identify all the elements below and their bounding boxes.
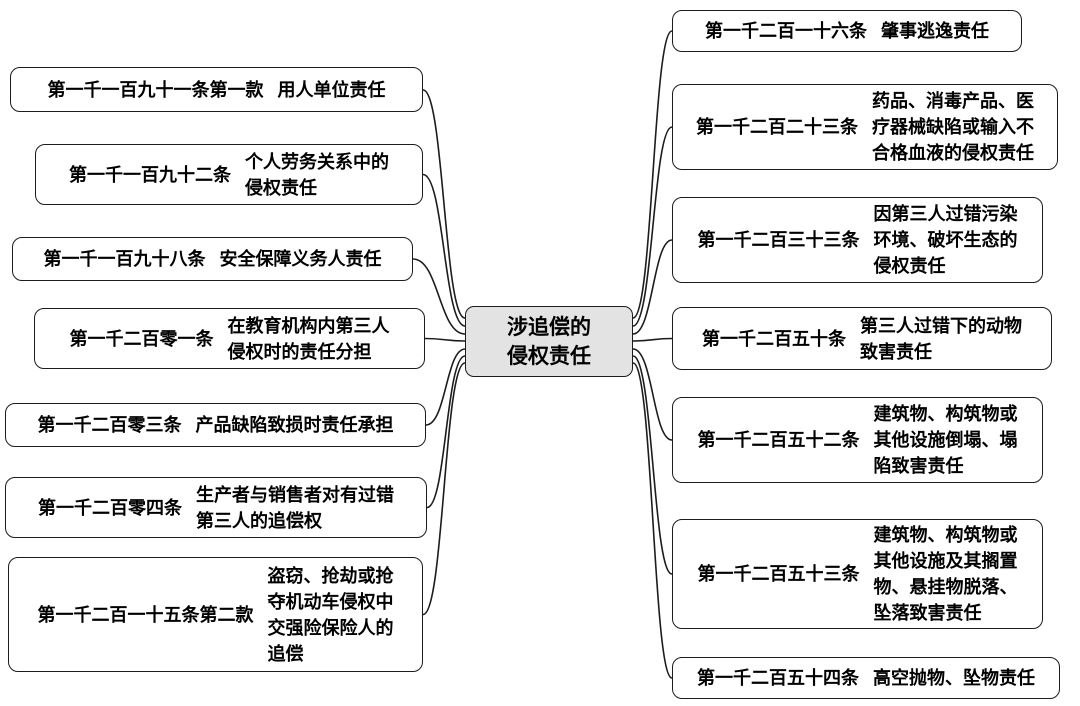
article-number: 第一千二百三十三条 bbox=[697, 230, 860, 250]
node-right-3: 第一千二百三十三条 因第三人过错污染 环境、破坏生态的 侵权责任 bbox=[672, 197, 1043, 283]
article-number: 第一千二百零一条 bbox=[69, 328, 214, 349]
node-left-2: 第一千一百九十二条 个人劳务关系中的 侵权责任 bbox=[35, 144, 423, 205]
article-title: 药品、消毒产品、医 疗器械缺陷或输入不 合格血液的侵权责任 bbox=[872, 91, 1034, 163]
connector-left-1 bbox=[422, 89, 466, 319]
connector-left-2 bbox=[422, 173, 466, 327]
connector-right-3 bbox=[632, 239, 673, 335]
article-number: 第一千二百五十三条 bbox=[697, 564, 860, 584]
node-left-3: 第一千一百九十八条 安全保障义务人责任 bbox=[12, 237, 413, 281]
node-left-5: 第一千二百零三条 产品缺陷致损时责任承担 bbox=[5, 403, 426, 447]
article-title: 在教育机构内第三人 侵权时的责任分担 bbox=[227, 315, 390, 362]
connector-left-7 bbox=[422, 362, 466, 616]
connector-right-4 bbox=[632, 337, 673, 342]
article-title: 因第三人过错污染 环境、破坏生态的 侵权责任 bbox=[873, 204, 1018, 276]
node-left-1: 第一千一百九十一条第一款 用人单位责任 bbox=[10, 67, 423, 112]
article-title: 建筑物、构筑物或 其他设施倒塌、塌 陷致害责任 bbox=[873, 404, 1018, 476]
connector-left-5 bbox=[425, 348, 466, 426]
article-title: 肇事逃逸责任 bbox=[881, 21, 989, 41]
article-number: 第一千二百一十五条第二款 bbox=[37, 604, 254, 625]
node-right-7: 第一千二百五十四条 高空抛物、坠物责任 bbox=[672, 657, 1060, 699]
connector-left-6 bbox=[426, 355, 466, 509]
article-number: 第一千二百二十三条 bbox=[696, 117, 858, 137]
node-left-4: 第一千二百零一条 在教育机构内第三人 侵权时的责任分担 bbox=[34, 308, 425, 369]
node-right-6: 第一千二百五十三条 建筑物、构筑物或 其他设施及其搁置 物、悬挂物脱落、 坠落致… bbox=[672, 519, 1043, 629]
article-title: 个人劳务关系中的 侵权责任 bbox=[245, 151, 389, 198]
article-number: 第一千二百零三条 bbox=[37, 415, 182, 435]
article-number: 第一千一百九十一条第一款 bbox=[47, 79, 264, 100]
connector-right-5 bbox=[632, 348, 673, 441]
node-left-7: 第一千二百一十五条第二款 盗窃、抢劫或抢 夺机动车侵权中 交强险保险人的 追偿 bbox=[8, 557, 423, 672]
connector-left-4 bbox=[424, 337, 466, 342]
connector-right-7 bbox=[632, 362, 673, 679]
center-node-label: 涉追偿的 侵权责任 bbox=[507, 315, 591, 368]
connector-left-3 bbox=[412, 258, 466, 335]
node-right-2: 第一千二百二十三条 药品、消毒产品、医 疗器械缺陷或输入不 合格血液的侵权责任 bbox=[672, 84, 1058, 170]
connector-right-1 bbox=[632, 30, 673, 319]
article-number: 第一千一百九十八条 bbox=[43, 249, 206, 269]
article-title: 用人单位责任 bbox=[277, 79, 386, 100]
article-number: 第一千二百五十二条 bbox=[697, 430, 860, 450]
article-number: 第一千二百五十四条 bbox=[697, 668, 859, 688]
article-title: 生产者与销售者对有过错 第三人的追偿权 bbox=[196, 484, 394, 531]
article-title: 安全保障义务人责任 bbox=[219, 249, 382, 269]
article-title: 盗窃、抢劫或抢 夺机动车侵权中 交强险保险人的 追偿 bbox=[267, 565, 394, 664]
article-title: 产品缺陷致损时责任承担 bbox=[195, 415, 394, 435]
article-number: 第一千一百九十二条 bbox=[69, 164, 231, 185]
article-number: 第一千二百一十六条 bbox=[705, 21, 867, 41]
node-left-6: 第一千二百零四条 生产者与销售者对有过错 第三人的追偿权 bbox=[5, 477, 427, 538]
article-title: 第三人过错下的动物 致害责任 bbox=[860, 315, 1022, 362]
connector-right-2 bbox=[632, 126, 673, 327]
article-number: 第一千二百零四条 bbox=[38, 497, 182, 518]
node-right-5: 第一千二百五十二条 建筑物、构筑物或 其他设施倒塌、塌 陷致害责任 bbox=[672, 397, 1043, 483]
article-title: 高空抛物、坠物责任 bbox=[873, 668, 1035, 688]
node-right-1: 第一千二百一十六条 肇事逃逸责任 bbox=[672, 10, 1022, 52]
connector-right-6 bbox=[632, 355, 673, 575]
center-node: 涉追偿的 侵权责任 bbox=[465, 306, 633, 377]
node-right-4: 第一千二百五十条 第三人过错下的动物 致害责任 bbox=[672, 307, 1052, 370]
article-number: 第一千二百五十条 bbox=[702, 328, 846, 349]
article-title: 建筑物、构筑物或 其他设施及其搁置 物、悬挂物脱落、 坠落致害责任 bbox=[873, 525, 1018, 623]
